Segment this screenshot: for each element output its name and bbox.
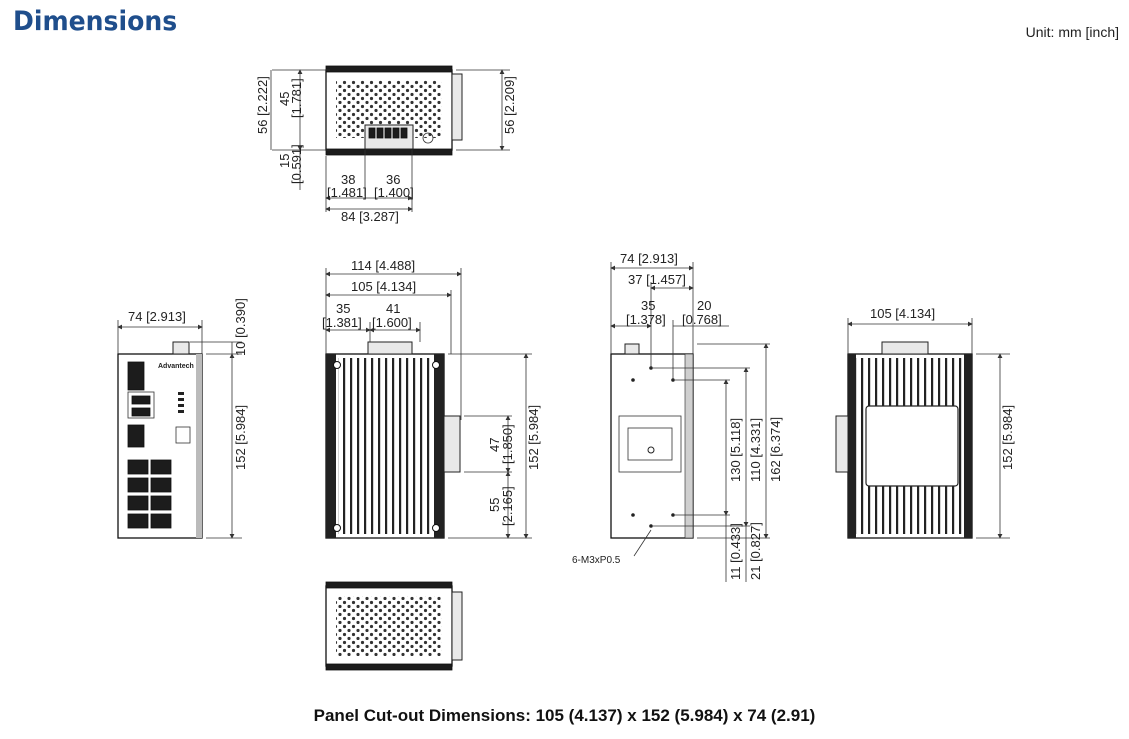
right-offset-label: 36 — [386, 172, 400, 187]
top-view-rail-clip — [451, 73, 463, 141]
left-offset-inch-label: [1.481] — [327, 185, 367, 200]
front-view: 114 [4.488] 105 [4.134] 35 [1.381] 41 [1… — [322, 258, 541, 539]
front-offset-b-inch-label: [1.600] — [372, 315, 412, 330]
clip-height-label: 47 — [487, 438, 502, 452]
unit-note: Unit: mm [inch] — [1025, 24, 1119, 40]
bottom-view-vents — [336, 596, 442, 656]
terminal-height-inch-label: [0.591] — [289, 144, 304, 184]
clip-height-inch-label: [1.850] — [500, 424, 515, 464]
side-view-left: Advantech 74 [2.913] 10 [0.390] 152 [5.9… — [117, 298, 248, 539]
console-port — [175, 426, 191, 444]
front-offset-b-label: 41 — [386, 301, 400, 316]
bottom-a-label: 11 [0.433] — [728, 523, 743, 580]
rj45-combo-port — [127, 391, 155, 419]
front-height-label: 152 [5.984] — [526, 405, 541, 470]
back-offset-b-inch-label: [0.768] — [682, 312, 722, 327]
back-offset-b-label: 20 — [697, 298, 711, 313]
front-offset-a-inch-label: [1.381] — [322, 315, 362, 330]
back-total-height-label: 162 [6.374] — [768, 417, 783, 482]
side-width-label: 74 [2.913] — [128, 309, 186, 324]
hole-span-a-label: 130 [5.118] — [728, 418, 743, 482]
right-view: 105 [4.134] 152 [5.984] — [835, 306, 1015, 539]
side-protrusion-label: 10 [0.390] — [233, 298, 248, 356]
top-view-fins-top — [325, 65, 453, 73]
top-height-inner-label: 45 — [277, 92, 292, 106]
front-total-width-label: 114 [4.488] — [351, 258, 415, 273]
right-offset-inch-label: [1.400] — [374, 185, 414, 200]
top-view-fins-bottom — [325, 148, 453, 156]
sfp-port-bottom — [127, 424, 145, 448]
front-offset-a-label: 35 — [336, 301, 350, 316]
top-height-right-label: 56 [2.209] — [502, 76, 517, 134]
back-view: 74 [2.913] 37 [1.457] 35 [1.378] 20 [0.7… — [572, 251, 783, 582]
front-body-width-label: 105 [4.134] — [351, 279, 416, 294]
top-view: 56 [2.222] 45 [1.781] 56 [2.209] 15 [0.5… — [255, 65, 517, 224]
back-width-label: 74 [2.913] — [620, 251, 678, 266]
panel-cutout-note: Panel Cut-out Dimensions: 105 (4.137) x … — [313, 706, 816, 725]
top-total-width-label: 84 [3.287] — [341, 209, 399, 224]
right-width-label: 105 [4.134] — [870, 306, 935, 321]
rj45-port-grid — [127, 459, 172, 529]
clip-offset-label: 55 — [487, 498, 502, 512]
din-rail-clip — [443, 415, 461, 473]
heatsink-fins — [338, 358, 432, 534]
bottom-b-label: 21 [0.827] — [748, 522, 763, 580]
back-view-body — [610, 353, 694, 539]
din-rail-mount — [618, 415, 682, 473]
front-terminal-block — [367, 341, 413, 355]
back-offset-a-label: 35 — [641, 298, 655, 313]
hole-span-b-label: 110 [4.331] — [748, 418, 763, 482]
clip-offset-inch-label: [2.165] — [500, 486, 515, 526]
ground-screw-icon — [422, 132, 434, 144]
top-height-inner-inch-label: [1.781] — [289, 78, 304, 118]
brand-logo: Advantech — [158, 363, 194, 370]
sfp-port-top — [127, 361, 145, 391]
side-view-terminal — [172, 341, 190, 355]
screw-note-label: 6-M3xP0.5 — [572, 555, 621, 566]
terminal-height-label: 15 — [277, 154, 292, 168]
left-offset-label: 38 — [341, 172, 355, 187]
right-height-label: 152 [5.984] — [1000, 405, 1015, 470]
back-offset-a-inch-label: [1.378] — [626, 312, 666, 327]
side-height-label: 152 [5.984] — [233, 405, 248, 470]
right-terminal-block — [881, 341, 929, 355]
screw-leader-line — [633, 529, 652, 557]
page-title: Dimensions — [13, 6, 178, 37]
terminal-block-pins — [368, 127, 408, 139]
top-height-left-label: 56 [2.222] — [255, 76, 270, 134]
led-indicators — [178, 392, 184, 413]
bottom-view — [325, 581, 463, 671]
label-plate — [865, 405, 959, 487]
back-inner-width-label: 37 [1.457] — [628, 272, 686, 287]
